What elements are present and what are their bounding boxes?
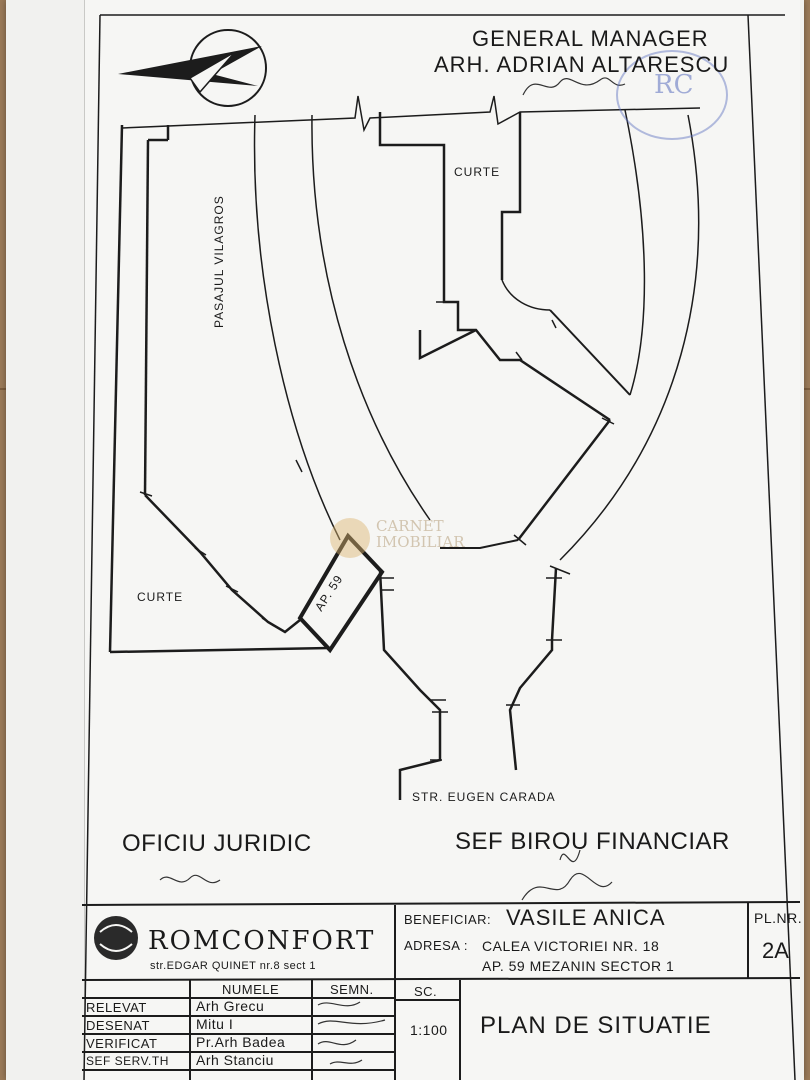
pl-nr-label: PL.NR. bbox=[754, 910, 803, 926]
label-street: STR. EUGEN CARADA bbox=[412, 790, 556, 804]
romconfort-logo-icon bbox=[94, 916, 138, 960]
label-curte-left: CURTE bbox=[137, 590, 184, 604]
adresa-label: ADRESA : bbox=[404, 938, 468, 953]
row-name-verificat: Pr.Arh Badea bbox=[196, 1034, 286, 1050]
company-name: ROMCONFORT bbox=[148, 926, 376, 956]
row-role-sef-serv: SEF SERV.TH bbox=[86, 1054, 169, 1068]
drawing-sheet bbox=[84, 0, 800, 1080]
watermark-logo-icon bbox=[330, 518, 370, 558]
beneficiar-value: VASILE ANICA bbox=[506, 905, 666, 930]
sef-birou-title: SEF BIROU FINANCIAR bbox=[455, 828, 730, 855]
row-name-relevat: Arh Grecu bbox=[196, 998, 265, 1014]
signature-scribbles bbox=[159, 77, 626, 1065]
adresa-value-line2: AP. 59 MEZANIN SECTOR 1 bbox=[482, 958, 675, 974]
col-semn-header: SEMN. bbox=[330, 982, 374, 997]
company-address: str.EDGAR QUINET nr.8 sect 1 bbox=[150, 960, 317, 972]
apartment-59-outline bbox=[297, 532, 385, 654]
watermark-text: CARNET IMOBILIAR bbox=[376, 518, 465, 550]
adresa-value-line1: CALEA VICTORIEI NR. 18 bbox=[482, 938, 660, 954]
watermark-line2: IMOBILIAR bbox=[376, 533, 465, 551]
row-role-desenat: DESENAT bbox=[86, 1018, 150, 1033]
north-arrow-icon bbox=[118, 29, 267, 107]
label-curte-top: CURTE bbox=[454, 165, 501, 179]
scale-value: 1:100 bbox=[410, 1022, 448, 1038]
label-pasaj: PASAJUL VILAGROS bbox=[212, 195, 226, 328]
col-numele-header: NUMELE bbox=[222, 982, 280, 997]
row-name-sef-serv: Arh Stanciu bbox=[196, 1052, 274, 1068]
document-paper bbox=[6, 0, 804, 1080]
pl-nr-value: 2A bbox=[762, 938, 789, 963]
header-title-line1: GENERAL MANAGER bbox=[472, 26, 709, 51]
watermark-line1: CARNET bbox=[376, 517, 444, 535]
row-role-relevat: RELEVAT bbox=[86, 1000, 147, 1015]
row-name-desenat: Mitu I bbox=[196, 1016, 234, 1032]
company-stamp: RC bbox=[616, 50, 728, 140]
beneficiar-label: BENEFICIAR: bbox=[404, 912, 492, 927]
title-block-frame bbox=[81, 901, 801, 1080]
col-sc-header: SC. bbox=[414, 984, 438, 999]
drawing-title: PLAN DE SITUATIE bbox=[480, 1012, 712, 1039]
row-role-verificat: VERIFICAT bbox=[86, 1036, 158, 1051]
header-title-line2: ARH. ADRIAN ALTARESCU bbox=[434, 52, 730, 77]
oficiu-juridic-title: OFICIU JURIDIC bbox=[122, 830, 312, 857]
stamp-text: RC bbox=[654, 70, 694, 100]
